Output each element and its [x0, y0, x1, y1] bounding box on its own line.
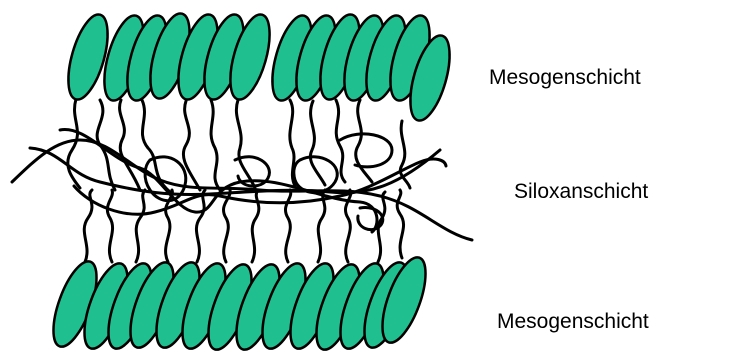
- top-spacer-3: [120, 100, 140, 190]
- top-spacer-1: [68, 99, 80, 188]
- bottom-spacer-3: [136, 190, 145, 262]
- bottom-layer-label: Mesogenschicht: [497, 310, 649, 334]
- bottom-spacer-2: [107, 190, 112, 262]
- bottom-mesogen-layer: [45, 252, 435, 355]
- middle-layer-label: Siloxanschicht: [514, 180, 648, 204]
- siloxane-loop-5: [358, 208, 383, 230]
- bottom-spacer-6: [224, 190, 231, 262]
- siloxane-loop-2: [294, 157, 337, 193]
- bottom-spacer-8: [285, 190, 290, 262]
- siloxane-chains: [12, 99, 472, 262]
- top-spacer-7: [236, 100, 255, 188]
- top-spacer-11: [356, 100, 372, 182]
- bottom-spacer-5: [196, 190, 205, 262]
- top-layer-label: Mesogenschicht: [489, 66, 641, 90]
- top-spacer-6: [211, 100, 220, 190]
- bottom-spacer-12: [397, 190, 403, 258]
- siloxane-loop-3: [340, 134, 392, 167]
- top-spacer-9: [310, 101, 325, 185]
